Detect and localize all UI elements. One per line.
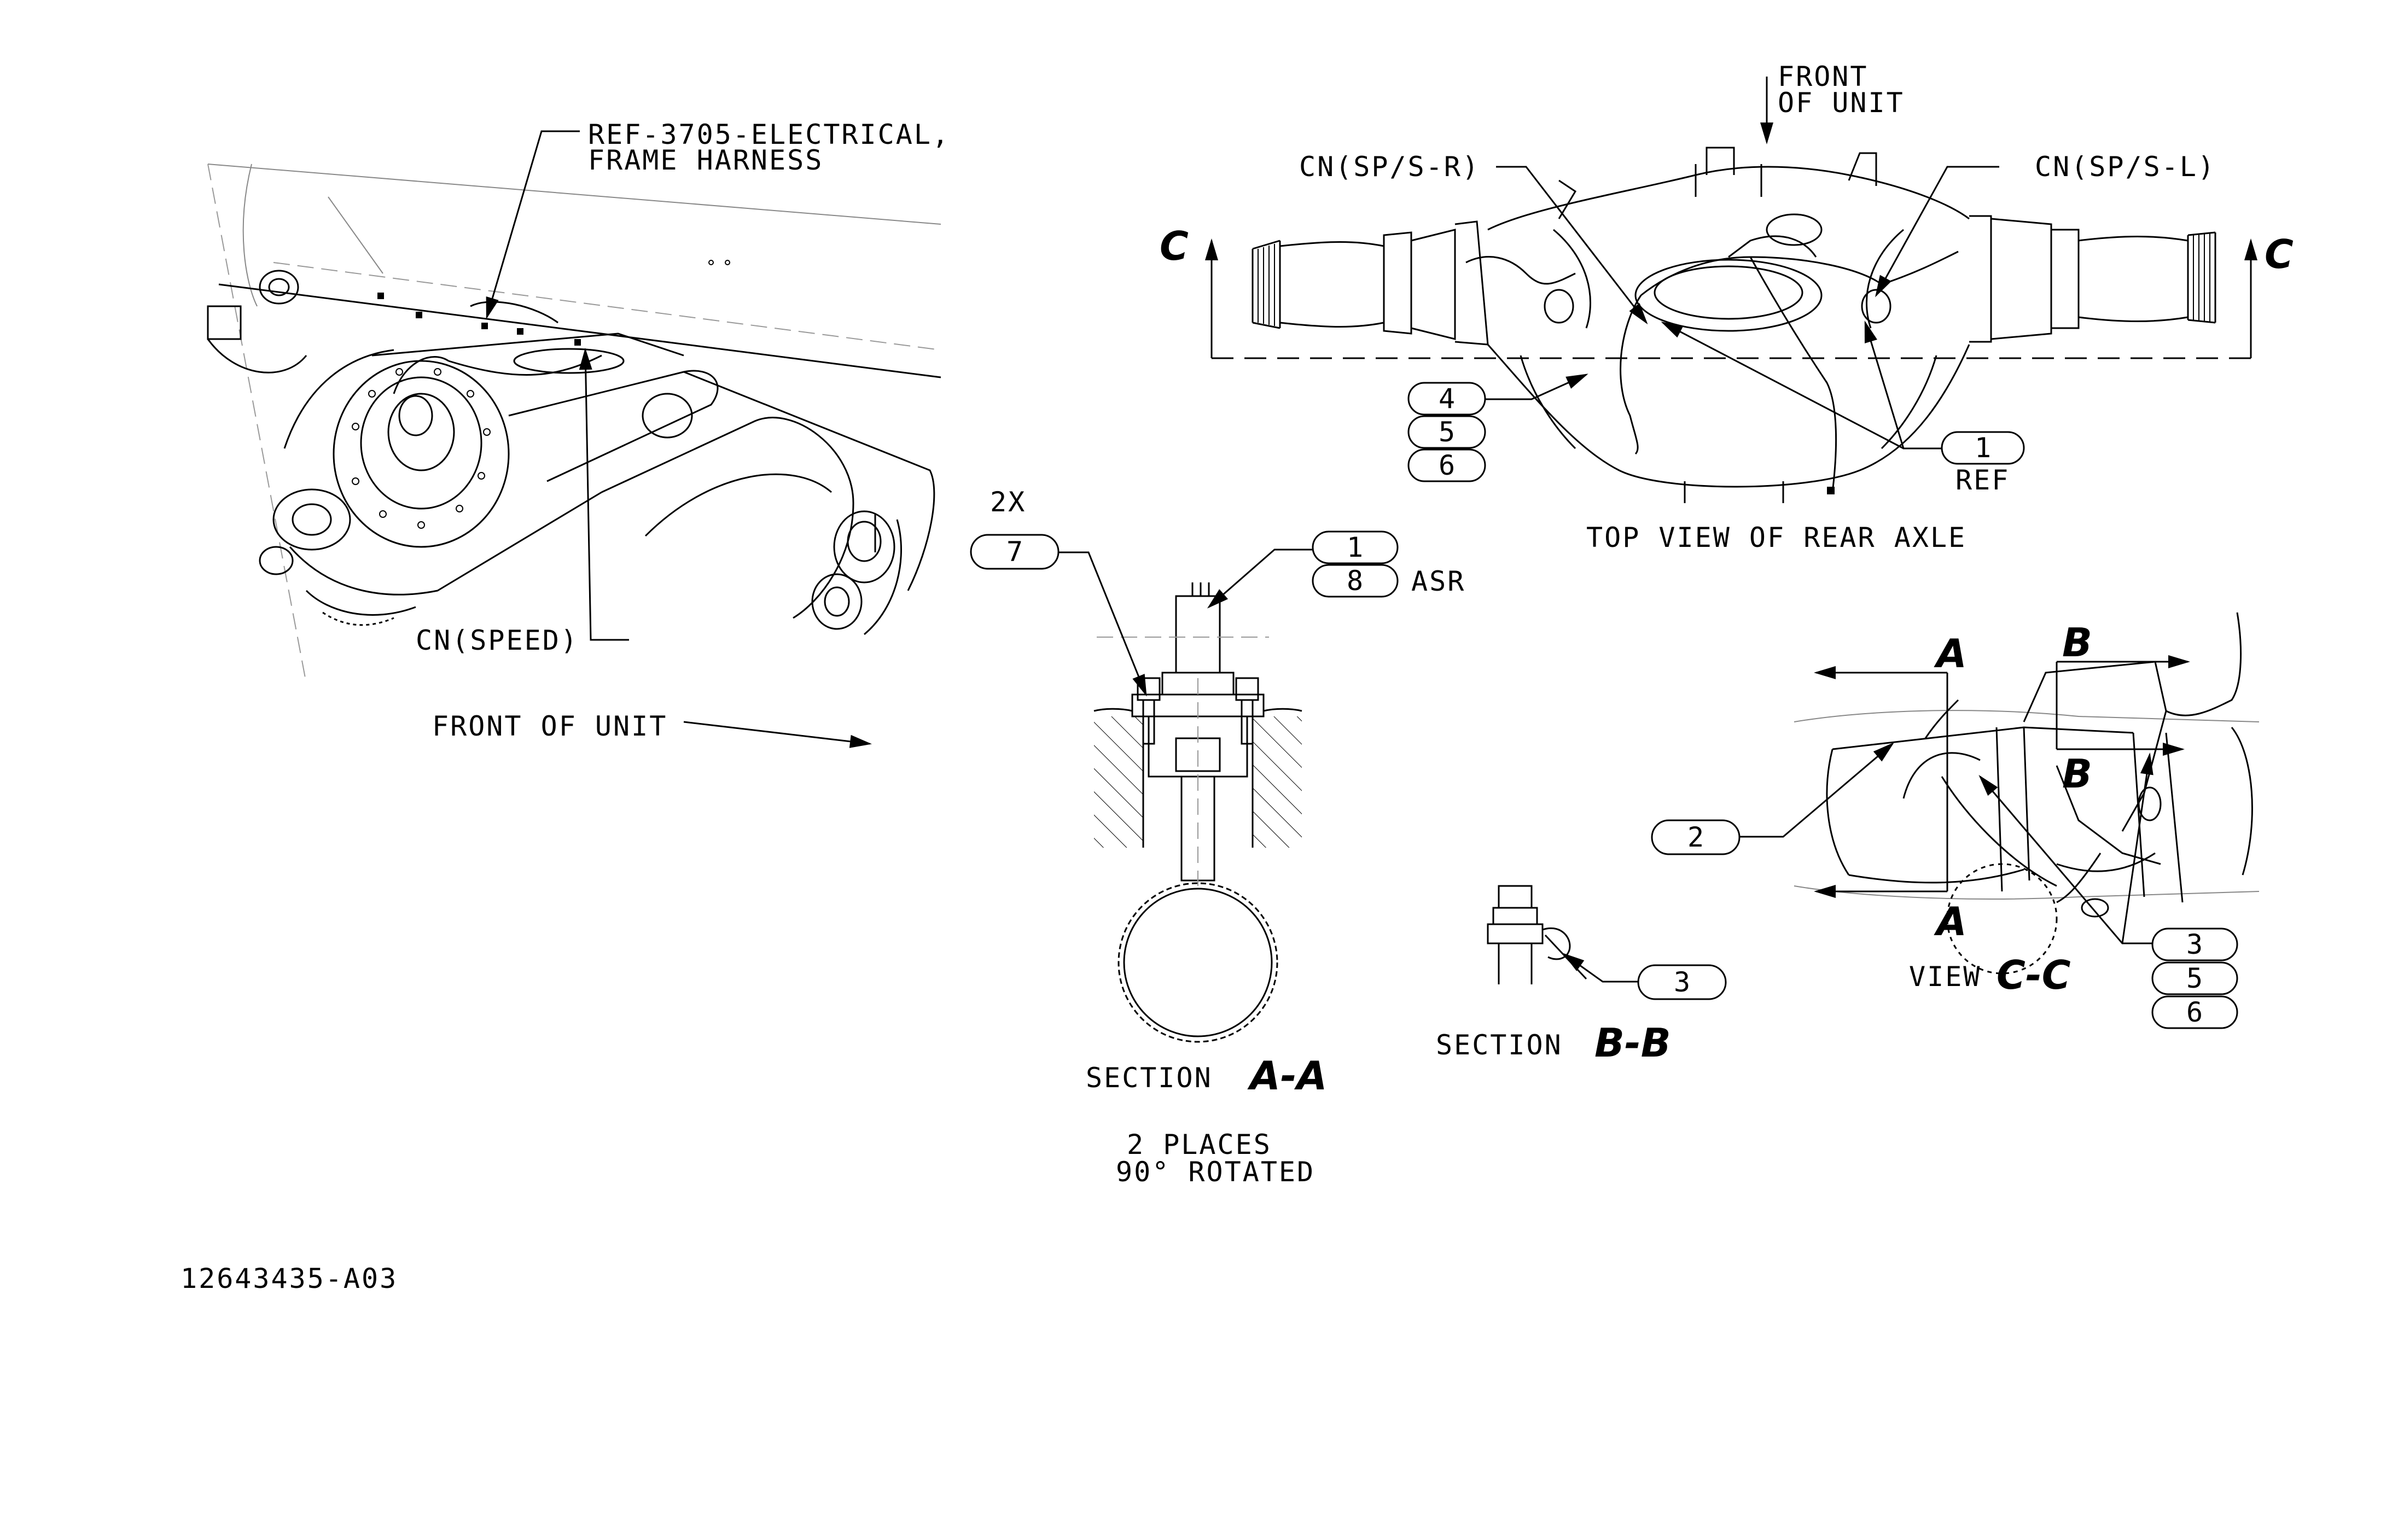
- bubble-4: 4: [1439, 383, 1455, 415]
- section-aa-caption: SECTION: [1086, 1062, 1213, 1094]
- section-aa-note-1: 2 PLACES: [1127, 1129, 1272, 1160]
- top-view-rear-axle: [1205, 77, 2257, 503]
- drawing-number: 12643435-A03: [181, 1263, 398, 1294]
- cn-sps-r-label: CN(SP/S-R): [1299, 151, 1480, 183]
- view-cc-caption: VIEW: [1909, 961, 1981, 993]
- ref-label: REF: [1955, 464, 2010, 496]
- view-cc-letter-a-top: A: [1934, 631, 1967, 676]
- section-aa-view: [1058, 549, 1318, 1043]
- view-cc-letter-a-bottom: A: [1934, 899, 1967, 944]
- section-letter-c-left: C: [1160, 223, 1189, 269]
- section-letter-c-right: C: [2265, 231, 2294, 277]
- bubble-8: 8: [1347, 565, 1363, 597]
- front-of-unit-label: FRONT OF UNIT: [432, 710, 667, 742]
- section-aa-bubbles: 7 1 8: [970, 530, 1399, 598]
- front-label-line1: FRONT: [1778, 61, 1869, 92]
- bubble-6-cc: 6: [2186, 996, 2203, 1028]
- view-cc: [1739, 612, 2260, 975]
- left-perspective-view: [207, 164, 941, 684]
- right-spline-hatch: [2193, 233, 2210, 322]
- section-bb-bubbles: 3: [1637, 964, 1727, 1000]
- bubble-1: 1: [1347, 532, 1363, 563]
- left-spline-hatch: [1258, 244, 1275, 326]
- view-cc-letter-b-top: B: [2062, 620, 2092, 666]
- section-bb-caption: SECTION: [1436, 1029, 1563, 1061]
- left-leaders: [486, 130, 872, 748]
- ref-frame-harness-label-1: REF-3705-ELECTRICAL,: [588, 119, 950, 150]
- section-aa-letters: A-A: [1247, 1053, 1327, 1099]
- asr-label: ASR: [1411, 565, 1465, 597]
- hub-bolt-circle: [352, 368, 491, 529]
- qty-2x-label: 2X: [990, 486, 1026, 518]
- top-view-bubbles: 4 5 6 1: [1407, 382, 2025, 482]
- top-view-caption: TOP VIEW OF REAR AXLE: [1586, 522, 1966, 553]
- bubble-2: 2: [1687, 821, 1704, 853]
- ref-frame-harness-label-2: FRAME HARNESS: [588, 144, 823, 176]
- section-bb-letters: B-B: [1594, 1020, 1671, 1066]
- bubble-7: 7: [1006, 536, 1023, 568]
- bubble-6: 6: [1439, 450, 1455, 481]
- front-label-line2: OF UNIT: [1778, 87, 1905, 119]
- cn-speed-label: CN(SPEED): [416, 625, 579, 656]
- bubble-1-ref: 1: [1975, 432, 1991, 464]
- bubble-5: 5: [1439, 416, 1455, 448]
- view-cc-letters: C-C: [1997, 952, 2071, 998]
- section-bb-view: [1487, 885, 1638, 984]
- bubble-3: 3: [2186, 929, 2203, 960]
- section-aa-note-2: 90° ROTATED: [1116, 1156, 1315, 1188]
- view-cc-letter-b-bottom: B: [2062, 751, 2092, 797]
- bubble-3-bb: 3: [1674, 966, 1690, 998]
- view-cc-bubbles: 2 3 5 6: [1651, 819, 2238, 1029]
- bubble-5-cc: 5: [2186, 962, 2203, 994]
- cn-sps-l-label: CN(SP/S-L): [2035, 151, 2216, 183]
